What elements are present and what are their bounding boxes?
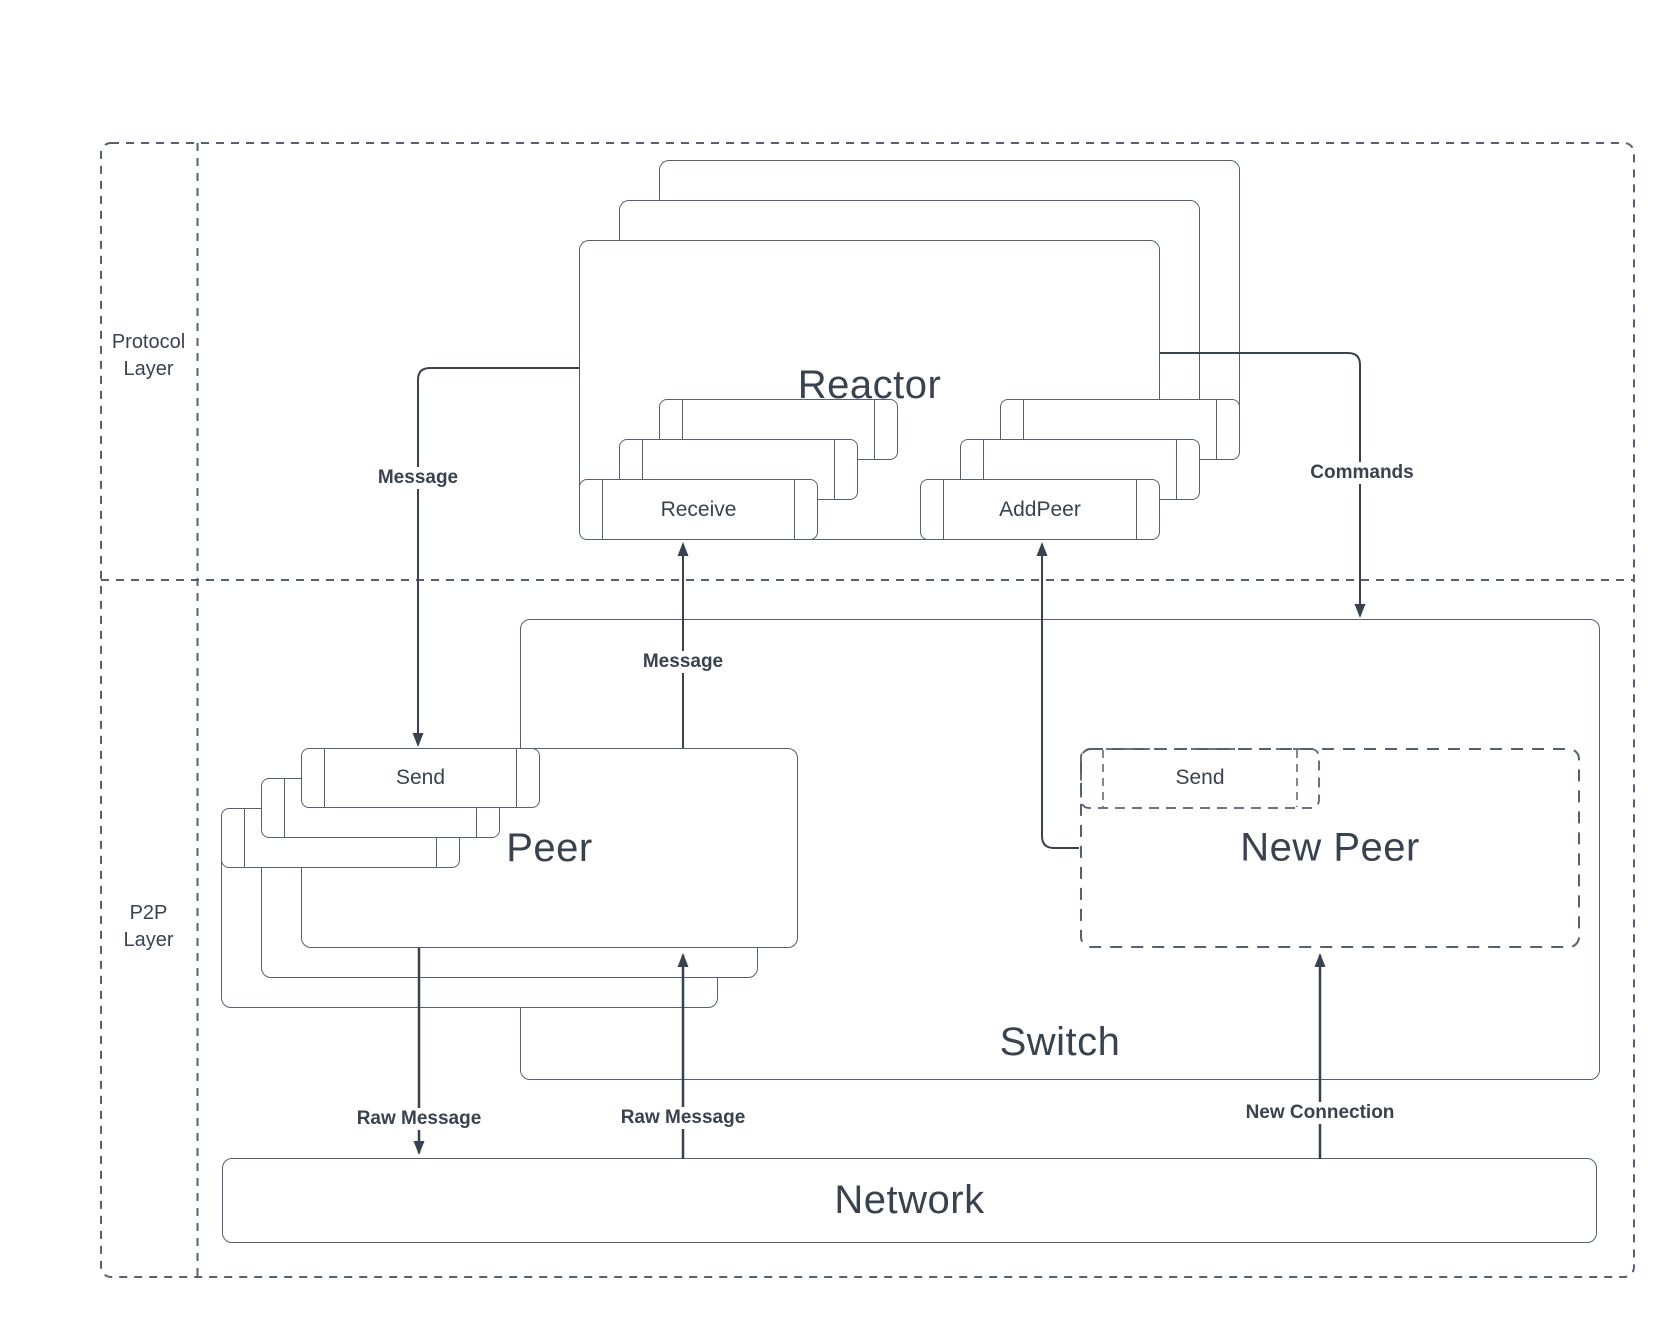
reactor-addpeer-port: AddPeer <box>920 479 1160 540</box>
p2p-layer-label: P2P Layer <box>100 900 197 954</box>
new-peer-label: New Peer <box>1240 825 1420 870</box>
send-port-label: Send <box>395 766 446 789</box>
receive-port-label: Receive <box>660 497 737 521</box>
outer-dashed-border <box>100 142 1635 1278</box>
new-connection-label: New Connection <box>1240 1102 1400 1124</box>
network-node: Network <box>222 1158 1597 1243</box>
peer-label: Peer <box>506 825 593 870</box>
reactor-receive-port: Receive <box>579 479 818 540</box>
network-label: Network <box>834 1178 985 1222</box>
addpeer-port-label: AddPeer <box>999 497 1081 521</box>
raw-message-outgoing-label: Raw Message <box>351 1108 487 1130</box>
peer-send-port: Send <box>301 748 540 808</box>
p2p-layer-label-line1: P2P <box>129 902 168 924</box>
message-to-peer-label: Message <box>372 467 464 489</box>
new-peer-send-label: Send <box>1175 766 1225 789</box>
switch-label: Switch <box>999 1020 1121 1064</box>
commands-label: Commands <box>1305 462 1419 484</box>
raw-message-incoming-label: Raw Message <box>615 1107 751 1129</box>
message-to-reactor-label: Message <box>637 651 729 673</box>
protocol-layer-label-line1: Protocol <box>111 331 186 353</box>
protocol-layer-label: Protocol Layer <box>100 329 197 383</box>
protocol-layer-label-line2: Layer <box>123 358 174 380</box>
p2p-layer-label-line2: Layer <box>123 929 174 951</box>
